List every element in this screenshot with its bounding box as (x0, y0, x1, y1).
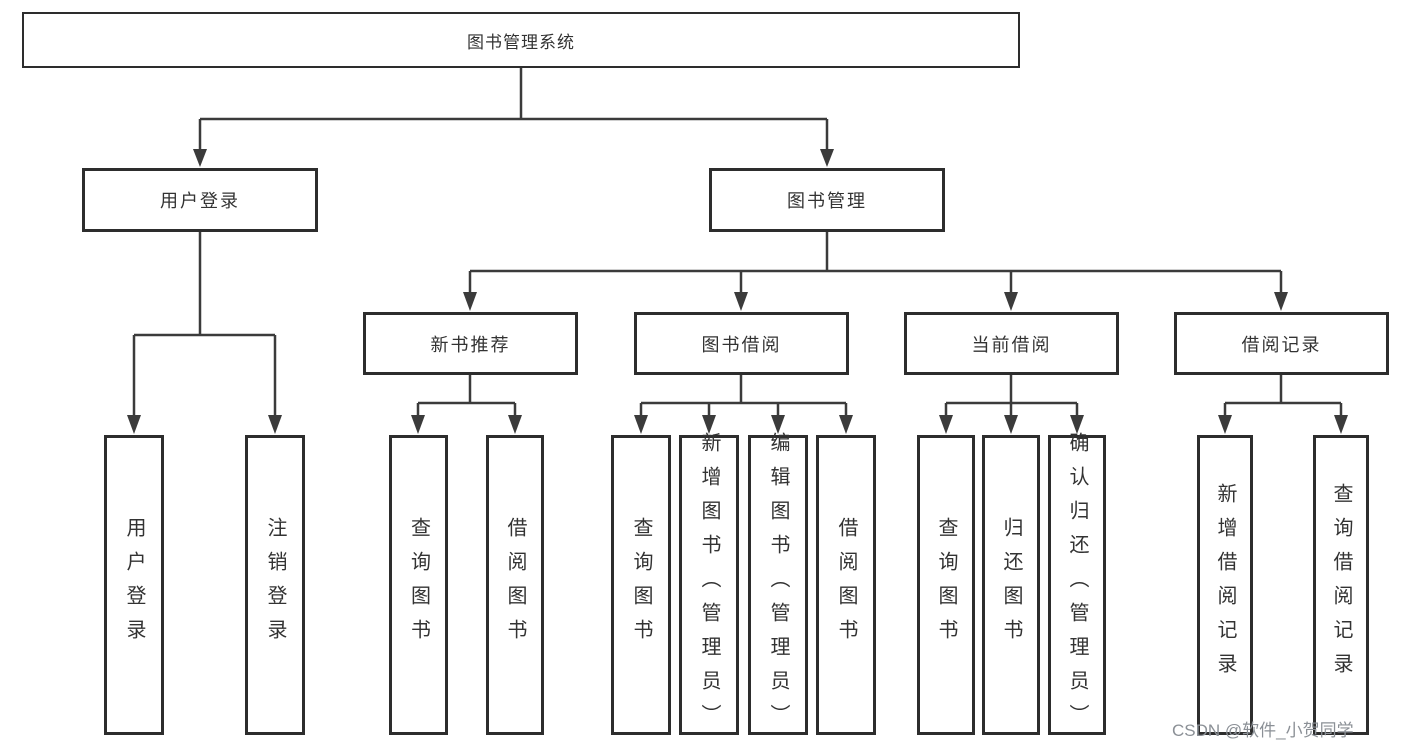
leaf-br-add-record: 新增借阅记录 (1197, 435, 1253, 735)
node-label: 归还图书 (1000, 517, 1022, 653)
arrowhead (1334, 415, 1348, 434)
node-label: 查询借阅记录 (1330, 483, 1352, 687)
node-label: 查询图书 (935, 517, 957, 653)
node-current-borrowing: 当前借阅 (904, 312, 1119, 375)
leaf-cb-return-book: 归还图书 (982, 435, 1040, 735)
node-label: 新书推荐 (430, 334, 511, 355)
watermark: CSDN @软件_小贺同学 (1172, 721, 1354, 740)
node-label: 图书管理 (787, 191, 867, 211)
connector-root-to-level2 (193, 68, 834, 167)
arrowhead (1004, 292, 1018, 311)
arrowhead (463, 292, 477, 311)
node-label: 图书管理系统 (467, 32, 575, 52)
node-new-book-recommendation: 新书推荐 (363, 312, 578, 375)
node-label: 借阅记录 (1241, 334, 1322, 355)
arrowhead (1004, 415, 1018, 434)
leaf-cb-query-book: 查询图书 (917, 435, 975, 735)
arrowhead (268, 415, 282, 434)
arrowhead (508, 415, 522, 434)
arrowhead (771, 415, 785, 434)
arrowhead (734, 292, 748, 311)
node-label: 查询图书 (407, 517, 430, 653)
connector-user-login-to-leaves (127, 232, 282, 434)
node-label: 编辑图书（管理员） (767, 432, 789, 738)
node-label: 用户登录 (123, 517, 145, 653)
arrowhead (411, 415, 425, 434)
arrowhead (839, 415, 853, 434)
arrowhead (1218, 415, 1232, 434)
connector-borrowing-records-to-leaves (1218, 375, 1348, 434)
arrowhead (193, 149, 207, 167)
node-label: 图书借阅 (701, 334, 782, 355)
node-label: 确认归还（管理员） (1066, 432, 1088, 738)
leaf-nbr-borrow-book: 借阅图书 (486, 435, 544, 735)
node-book-borrowing: 图书借阅 (634, 312, 849, 375)
leaf-bb-edit-book-admin: 编辑图书（管理员） (748, 432, 808, 738)
leaf-logout: 注销登录 (245, 435, 305, 735)
node-label: 借阅图书 (835, 517, 857, 653)
arrowhead (820, 149, 834, 167)
node-label: 借阅图书 (504, 517, 526, 653)
leaf-user-login: 用户登录 (104, 435, 164, 735)
leaf-bb-add-book-admin: 新增图书（管理员） (679, 432, 739, 738)
connector-new-book-recommendation-to-leaves (411, 375, 522, 434)
node-label: 用户登录 (160, 191, 240, 211)
arrowhead (702, 415, 716, 434)
node-label: 新增图书（管理员） (698, 432, 720, 738)
node-borrowing-records: 借阅记录 (1174, 312, 1389, 375)
arrowhead (127, 415, 141, 434)
leaf-nbr-query-book: 查询图书 (389, 435, 448, 735)
arrowhead (1274, 292, 1288, 311)
node-root: 图书管理系统 (22, 12, 1020, 68)
connector-current-borrowing-to-leaves (939, 375, 1084, 434)
node-book-management: 图书管理 (709, 168, 945, 232)
connector-book-management-to-level3 (463, 232, 1288, 311)
connector-book-borrowing-to-leaves (634, 375, 853, 434)
node-user-login: 用户登录 (82, 168, 318, 232)
node-label: 注销登录 (264, 517, 286, 653)
arrowhead (634, 415, 648, 434)
node-label: 查询图书 (630, 517, 652, 653)
leaf-bb-query-book: 查询图书 (611, 435, 671, 735)
node-label: 新增借阅记录 (1214, 483, 1236, 687)
arrowhead (1070, 415, 1084, 434)
arrowhead (939, 415, 953, 434)
leaf-br-query-record: 查询借阅记录 (1313, 435, 1369, 735)
leaf-bb-borrow-book: 借阅图书 (816, 435, 876, 735)
leaf-cb-confirm-return-admin: 确认归还（管理员） (1048, 432, 1106, 738)
node-label: 当前借阅 (971, 334, 1052, 355)
